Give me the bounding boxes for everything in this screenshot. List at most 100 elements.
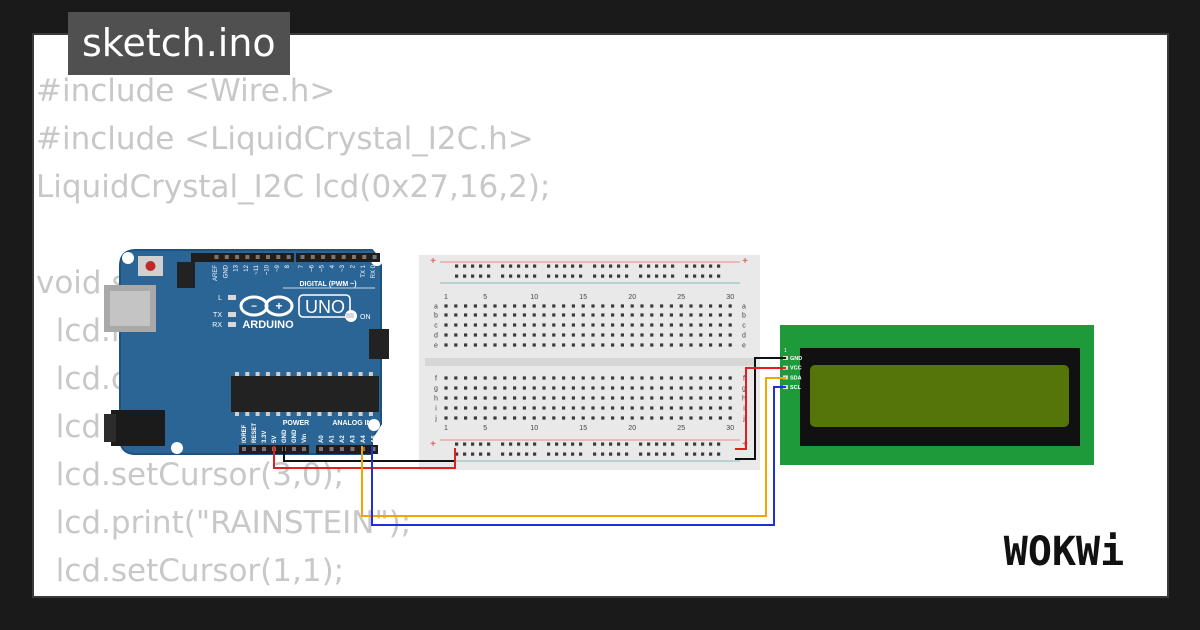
breadboard-hole[interactable] xyxy=(669,406,673,410)
breadboard-hole[interactable] xyxy=(718,304,722,308)
rail-hole[interactable] xyxy=(655,274,659,278)
breadboard-hole[interactable] xyxy=(473,333,477,337)
breadboard-hole[interactable] xyxy=(601,343,605,347)
breadboard-hole[interactable] xyxy=(552,416,556,420)
rail-hole[interactable] xyxy=(487,452,491,456)
breadboard-hole[interactable] xyxy=(679,313,683,317)
breadboard-hole[interactable] xyxy=(601,416,605,420)
rail-hole[interactable] xyxy=(563,452,567,456)
digital-pin[interactable] xyxy=(276,255,281,259)
breadboard-hole[interactable] xyxy=(483,406,487,410)
rail-hole[interactable] xyxy=(547,264,551,268)
rail-hole[interactable] xyxy=(555,264,559,268)
breadboard-hole[interactable] xyxy=(630,313,634,317)
breadboard-hole[interactable] xyxy=(728,323,732,327)
breadboard-hole[interactable] xyxy=(640,343,644,347)
rail-hole[interactable] xyxy=(701,452,705,456)
rail-hole[interactable] xyxy=(693,442,697,446)
analog-pin[interactable] xyxy=(371,447,376,451)
breadboard-hole[interactable] xyxy=(630,323,634,327)
rail-hole[interactable] xyxy=(593,442,597,446)
rail-hole[interactable] xyxy=(647,274,651,278)
breadboard-hole[interactable] xyxy=(571,313,575,317)
rail-hole[interactable] xyxy=(601,442,605,446)
breadboard-hole[interactable] xyxy=(503,333,507,337)
rail-hole[interactable] xyxy=(593,274,597,278)
rail-hole[interactable] xyxy=(471,264,475,268)
breadboard-hole[interactable] xyxy=(620,406,624,410)
breadboard-hole[interactable] xyxy=(728,396,732,400)
rail-hole[interactable] xyxy=(555,442,559,446)
breadboard-hole[interactable] xyxy=(532,304,536,308)
breadboard-hole[interactable] xyxy=(571,396,575,400)
breadboard-hole[interactable] xyxy=(679,396,683,400)
breadboard-hole[interactable] xyxy=(444,323,448,327)
breadboard-hole[interactable] xyxy=(562,304,566,308)
breadboard-hole[interactable] xyxy=(473,313,477,317)
rail-hole[interactable] xyxy=(671,274,675,278)
rail-hole[interactable] xyxy=(709,274,713,278)
breadboard-hole[interactable] xyxy=(699,313,703,317)
rail-hole[interactable] xyxy=(625,442,629,446)
breadboard-hole[interactable] xyxy=(444,333,448,337)
breadboard-hole[interactable] xyxy=(513,406,517,410)
breadboard-hole[interactable] xyxy=(611,333,615,337)
rail-hole[interactable] xyxy=(685,264,689,268)
breadboard-hole[interactable] xyxy=(542,396,546,400)
breadboard-hole[interactable] xyxy=(630,416,634,420)
breadboard-hole[interactable] xyxy=(689,416,693,420)
breadboard-hole[interactable] xyxy=(669,333,673,337)
breadboard-hole[interactable] xyxy=(669,323,673,327)
breadboard-hole[interactable] xyxy=(493,323,497,327)
breadboard-hole[interactable] xyxy=(679,376,683,380)
breadboard-hole[interactable] xyxy=(552,376,556,380)
breadboard-hole[interactable] xyxy=(464,323,468,327)
rail-hole[interactable] xyxy=(517,442,521,446)
rail-hole[interactable] xyxy=(609,264,613,268)
breadboard-hole[interactable] xyxy=(581,313,585,317)
breadboard-hole[interactable] xyxy=(640,304,644,308)
breadboard-hole[interactable] xyxy=(454,406,458,410)
breadboard-hole[interactable] xyxy=(650,323,654,327)
breadboard-hole[interactable] xyxy=(640,376,644,380)
breadboard-hole[interactable] xyxy=(689,376,693,380)
rail-hole[interactable] xyxy=(533,264,537,268)
breadboard-hole[interactable] xyxy=(650,343,654,347)
breadboard-hole[interactable] xyxy=(532,386,536,390)
breadboard-hole[interactable] xyxy=(522,323,526,327)
breadboard-hole[interactable] xyxy=(601,376,605,380)
breadboard-hole[interactable] xyxy=(630,333,634,337)
breadboard-hole[interactable] xyxy=(532,313,536,317)
breadboard-hole[interactable] xyxy=(640,333,644,337)
rail-hole[interactable] xyxy=(463,452,467,456)
breadboard-hole[interactable] xyxy=(493,343,497,347)
breadboard-hole[interactable] xyxy=(542,416,546,420)
breadboard-hole[interactable] xyxy=(513,333,517,337)
breadboard-hole[interactable] xyxy=(728,406,732,410)
analog-pin[interactable] xyxy=(350,447,355,451)
breadboard-hole[interactable] xyxy=(552,406,556,410)
breadboard-hole[interactable] xyxy=(728,343,732,347)
breadboard-hole[interactable] xyxy=(640,386,644,390)
breadboard-hole[interactable] xyxy=(601,313,605,317)
breadboard-hole[interactable] xyxy=(601,386,605,390)
breadboard-hole[interactable] xyxy=(591,386,595,390)
breadboard-hole[interactable] xyxy=(483,416,487,420)
rail-hole[interactable] xyxy=(563,274,567,278)
breadboard-hole[interactable] xyxy=(620,343,624,347)
breadboard-hole[interactable] xyxy=(689,396,693,400)
breadboard-hole[interactable] xyxy=(611,406,615,410)
breadboard-hole[interactable] xyxy=(552,323,556,327)
breadboard-hole[interactable] xyxy=(571,416,575,420)
breadboard-hole[interactable] xyxy=(513,343,517,347)
breadboard-hole[interactable] xyxy=(611,376,615,380)
rail-hole[interactable] xyxy=(525,452,529,456)
breadboard-hole[interactable] xyxy=(473,376,477,380)
file-tab[interactable]: sketch.ino xyxy=(68,12,290,75)
breadboard-hole[interactable] xyxy=(503,386,507,390)
breadboard-hole[interactable] xyxy=(464,304,468,308)
breadboard-hole[interactable] xyxy=(513,396,517,400)
rail-hole[interactable] xyxy=(579,274,583,278)
breadboard-hole[interactable] xyxy=(650,396,654,400)
